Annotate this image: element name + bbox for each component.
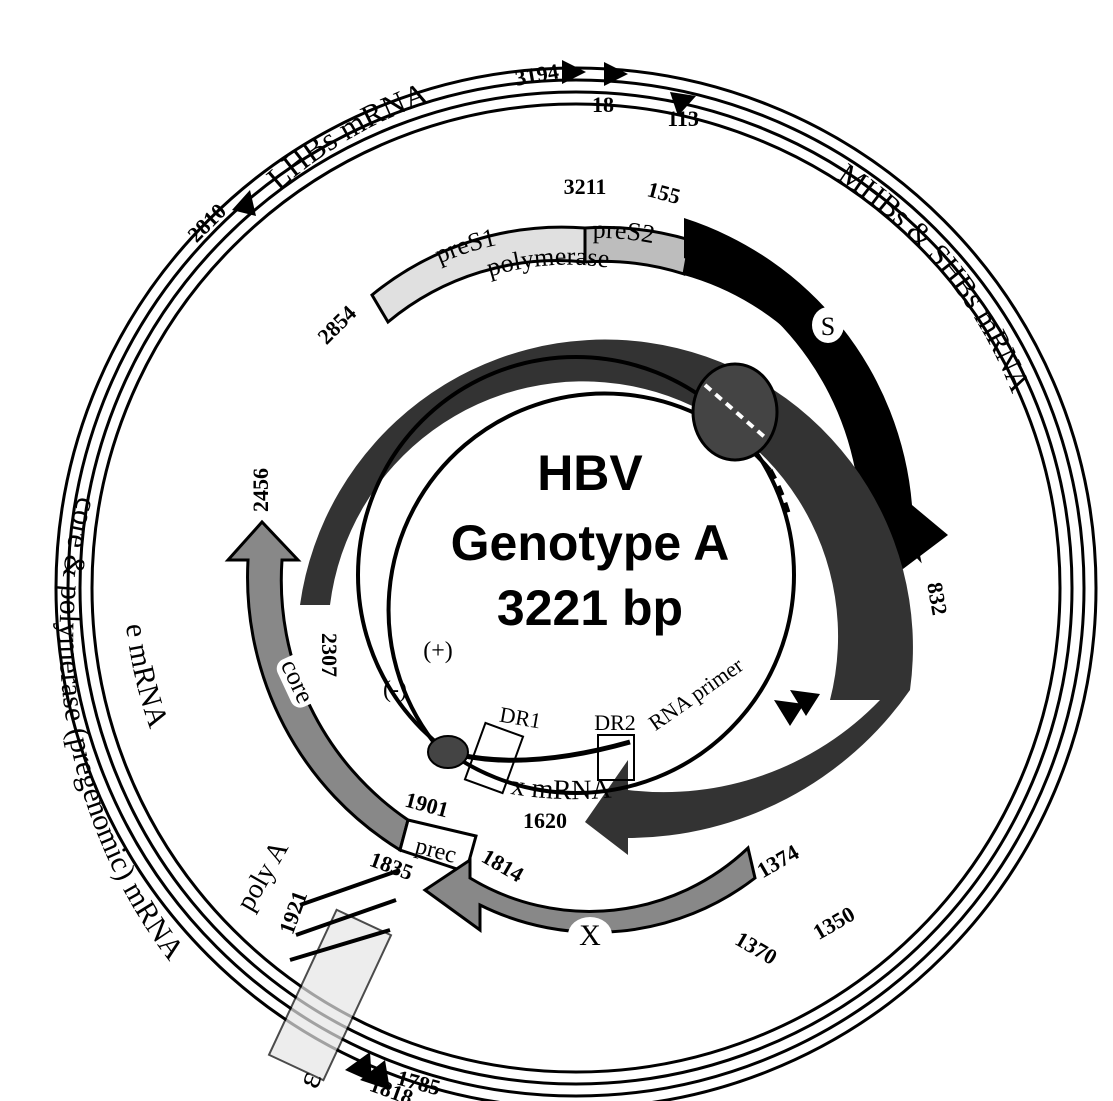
polya-lines xyxy=(289,868,401,962)
cap-blob xyxy=(427,735,469,769)
pos-18: 18 xyxy=(592,92,614,117)
arrow-1785-icon xyxy=(360,1060,390,1090)
pos-113: 113 xyxy=(667,106,699,131)
plus-strand-dashed xyxy=(767,468,793,521)
arrow-113-icon xyxy=(670,92,696,116)
X-arc xyxy=(422,845,757,934)
title-line1: HBV xyxy=(537,445,643,501)
pos-3211: 3211 xyxy=(564,174,607,199)
label-S: S xyxy=(821,312,835,341)
label-x-mrna: x mRNA xyxy=(509,770,613,806)
arrow-1350-icon xyxy=(790,690,820,716)
core-label-bg xyxy=(276,654,320,708)
S-label-bg xyxy=(812,307,844,343)
arrow-2810-icon xyxy=(232,190,256,216)
label-rna-primer: RNA primer xyxy=(644,652,748,736)
arrow-1818-icon xyxy=(345,1052,372,1082)
pos-3194: 3194 xyxy=(513,58,561,90)
label-e-mrna: e mRNA xyxy=(119,622,175,732)
arrow-18-icon xyxy=(604,62,628,86)
pos-1374: 1374 xyxy=(752,839,803,883)
dr2-box xyxy=(597,734,635,781)
pos-2854: 2854 xyxy=(312,300,361,349)
minus-strand xyxy=(356,355,796,795)
dr1-box xyxy=(463,721,525,795)
label-dr1: DR1 xyxy=(498,702,543,734)
pos-832: 832 xyxy=(922,580,952,617)
S-arrow-body xyxy=(684,218,948,575)
pos-1814: 1814 xyxy=(477,843,528,887)
epsilon-box xyxy=(267,908,393,1082)
pos-155: 155 xyxy=(645,176,683,209)
label-minus: (-) xyxy=(383,677,407,703)
title-line3: 3221 bp xyxy=(497,580,683,636)
arrow-3194-icon xyxy=(562,60,586,84)
ring-lhbs xyxy=(78,90,1074,1086)
arrow-1370-icon xyxy=(774,700,804,726)
gene-arcs xyxy=(224,218,948,934)
pos-2456: 2456 xyxy=(248,468,273,512)
title-line2: Genotype A xyxy=(451,515,730,571)
position-labels: 3194 18 113 2810 3211 155 2854 832 2456 … xyxy=(182,58,952,1101)
label-X: X xyxy=(579,919,601,952)
pos-1370: 1370 xyxy=(731,926,782,970)
X-label-bg xyxy=(568,917,612,953)
ring-e xyxy=(66,78,1086,1098)
pos-1620: 1620 xyxy=(523,808,567,833)
start-arrows xyxy=(232,60,820,1090)
pos-2307: 2307 xyxy=(317,633,342,677)
label-plus: (+) xyxy=(423,638,453,664)
pos-1901: 1901 xyxy=(402,787,451,823)
label-preS2: preS2 xyxy=(593,215,657,249)
dna-strands xyxy=(356,355,796,795)
label-dr2: DR2 xyxy=(594,710,636,735)
pos-1350: 1350 xyxy=(808,901,859,945)
rna-primer-line xyxy=(459,739,631,763)
plus-strand xyxy=(386,391,772,752)
polymerase-blob xyxy=(691,362,779,462)
ring-mhbs xyxy=(90,102,1062,1074)
